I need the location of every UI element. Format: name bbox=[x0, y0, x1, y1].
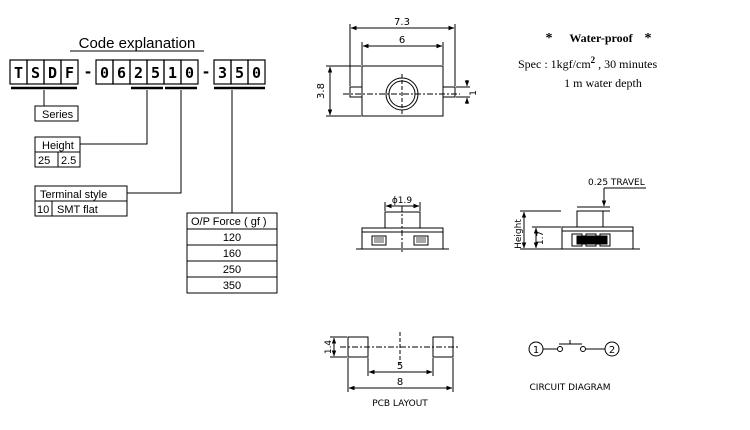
circuit-diagram bbox=[528, 340, 620, 357]
dim-height-label: Height bbox=[514, 219, 524, 249]
dim-travel: 0.25 TRAVEL bbox=[588, 178, 645, 188]
code-char: F bbox=[65, 64, 74, 82]
code-char: 0 bbox=[100, 64, 109, 82]
terminal-table: Terminal style 10 SMT flat bbox=[34, 185, 128, 217]
terminal-code: 10 bbox=[37, 204, 49, 216]
code-char: T bbox=[14, 64, 23, 82]
dim-outer-width: 7.3 bbox=[394, 17, 410, 28]
code-char: 0 bbox=[185, 64, 194, 82]
code-connectors bbox=[43, 90, 233, 213]
part-number-code: T S D F - 0 6 2 5 1 0 - 3 5 0 bbox=[9, 59, 266, 85]
dim-pad-size: 1.4 bbox=[324, 340, 334, 355]
waterproof-spec: * Water-proof * Spec : 1kgf/cm2 , 30 min… bbox=[518, 31, 657, 90]
top-view-drawing bbox=[326, 24, 470, 117]
pcb-layout-drawing bbox=[330, 332, 460, 392]
pcb-layout-title: PCB LAYOUT bbox=[372, 399, 428, 409]
force-value: 160 bbox=[223, 248, 241, 260]
height-table: Height 25 2.5 bbox=[34, 136, 81, 168]
dim-pad-gap: 5 bbox=[397, 361, 403, 372]
code-char: 0 bbox=[252, 64, 261, 82]
spec-heading: Water-proof bbox=[569, 31, 633, 45]
code-char: S bbox=[31, 64, 40, 82]
code-char: 3 bbox=[218, 64, 227, 82]
code-char: 1 bbox=[168, 64, 177, 82]
spec-line-2: 1 m water depth bbox=[564, 76, 642, 90]
series-box bbox=[34, 105, 79, 122]
series-label: Series bbox=[42, 109, 74, 121]
dim-body-thickness: 1.7 bbox=[536, 231, 546, 245]
terminal-label: Terminal style bbox=[40, 189, 107, 201]
code-char: 5 bbox=[151, 64, 160, 82]
code-box bbox=[180, 59, 199, 85]
code-box bbox=[247, 59, 266, 85]
height-label: Height bbox=[42, 140, 74, 152]
dim-pin-width: 1 bbox=[469, 90, 479, 96]
force-label: O/P Force ( gf ) bbox=[191, 216, 267, 228]
code-char: 6 bbox=[117, 64, 126, 82]
code-dash: - bbox=[83, 63, 92, 81]
dim-stem-diameter: ϕ1.9 bbox=[392, 196, 413, 206]
height-code: 25 bbox=[38, 155, 50, 167]
force-value: 250 bbox=[223, 264, 241, 276]
force-value: 350 bbox=[223, 280, 241, 292]
dim-pad-total: 8 bbox=[397, 377, 403, 388]
code-explanation: Code explanation T S D F - 0 6 2 5 1 0 - bbox=[9, 35, 278, 294]
circuit-diagram-title: CIRCUIT DIAGRAM bbox=[530, 383, 611, 393]
dim-inner-width: 6 bbox=[399, 35, 405, 46]
height-value: 2.5 bbox=[61, 155, 76, 167]
force-value: 120 bbox=[223, 232, 241, 244]
spec-star-left: * bbox=[546, 31, 553, 46]
terminal-value: SMT flat bbox=[57, 204, 98, 216]
side-view-drawing bbox=[520, 187, 646, 250]
code-char: 2 bbox=[134, 64, 143, 82]
spec-star-right: * bbox=[645, 31, 652, 46]
code-title: Code explanation bbox=[79, 35, 196, 52]
dim-body-height: 3.8 bbox=[316, 83, 327, 99]
code-char: 5 bbox=[235, 64, 244, 82]
code-dash: - bbox=[201, 63, 210, 81]
circuit-node-1: 1 bbox=[533, 345, 539, 356]
code-char: D bbox=[48, 64, 57, 82]
code-box bbox=[60, 59, 79, 85]
spec-line-1: Spec : 1kgf/cm2 , 30 minutes bbox=[518, 55, 657, 71]
front-view-drawing bbox=[356, 202, 449, 254]
circuit-node-2: 2 bbox=[609, 345, 615, 356]
force-table: O/P Force ( gf ) 120 160 250 350 bbox=[186, 212, 278, 294]
